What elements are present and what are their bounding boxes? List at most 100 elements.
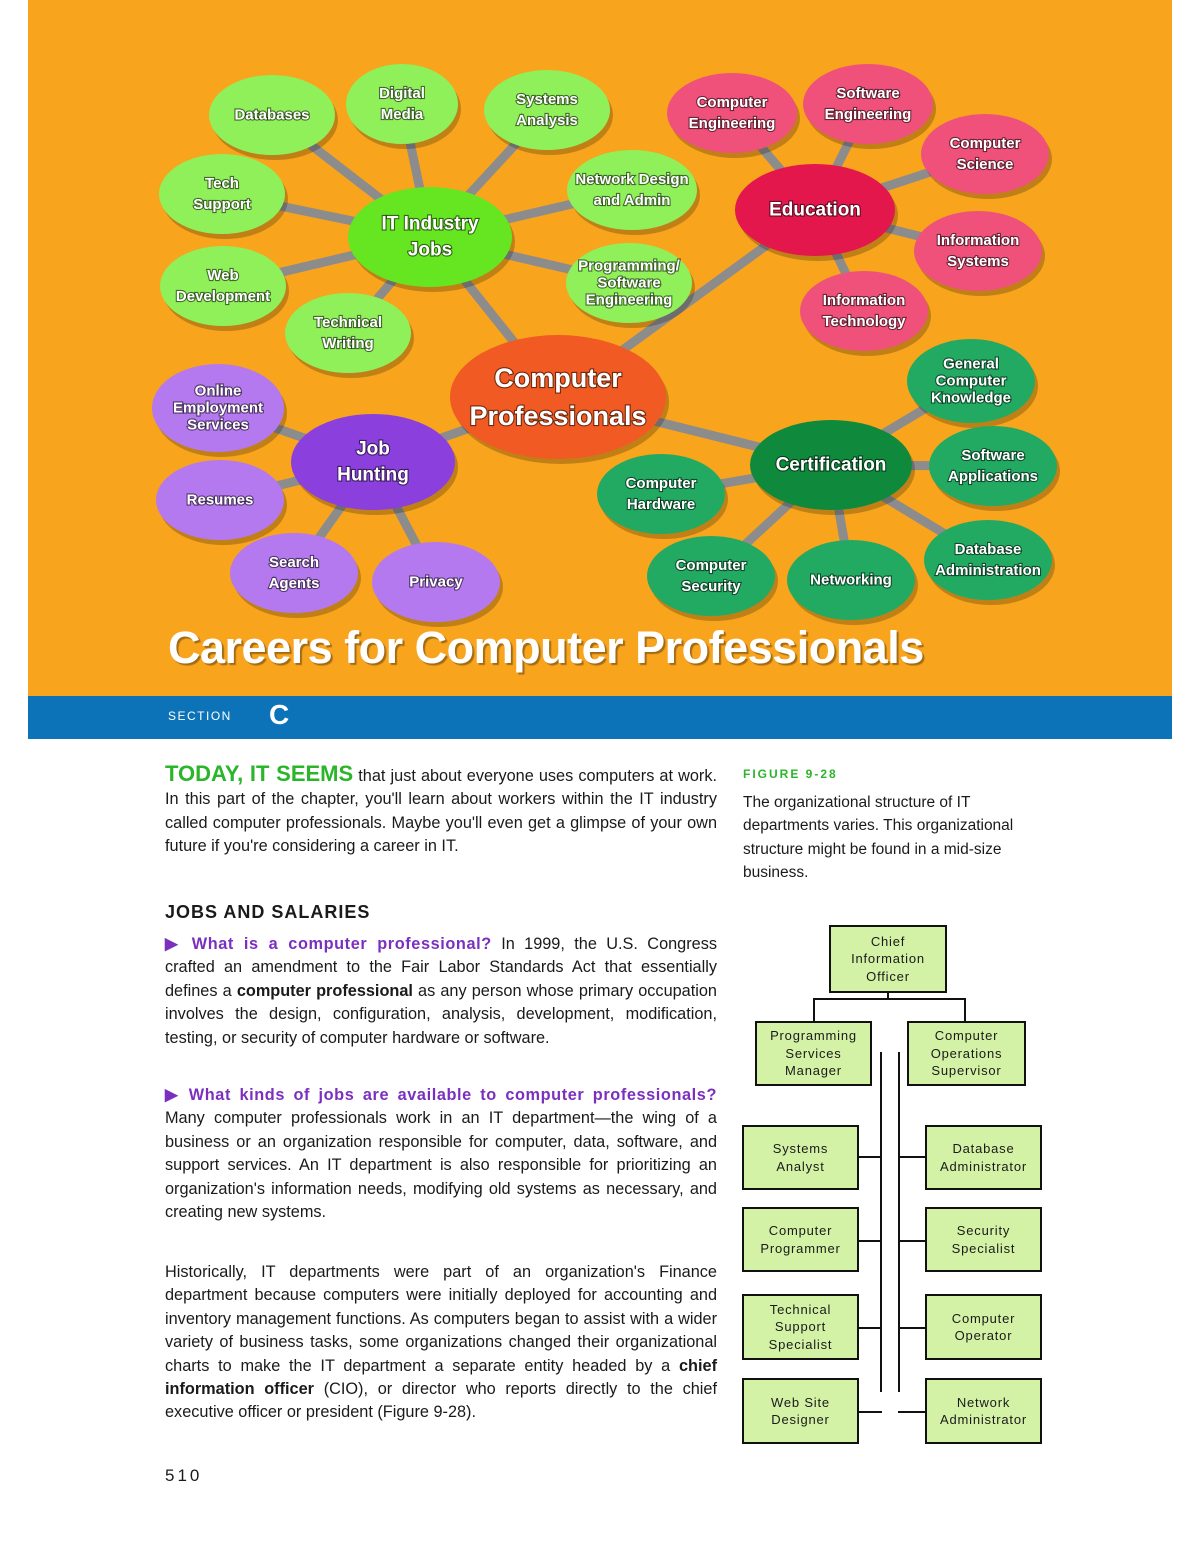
label-web-development: Development xyxy=(176,288,270,305)
question-arrow-icon: ▶︎ xyxy=(165,1086,189,1104)
org-box-label: Operations xyxy=(930,1045,1003,1061)
label-job-hunting: Job xyxy=(356,439,390,460)
bubble-job-hunting xyxy=(291,414,455,510)
bubble-databases xyxy=(209,75,335,155)
label-software-applications: Software xyxy=(961,447,1024,464)
label-search-agents: Search xyxy=(269,554,319,571)
label-general-computer-knowledge: Knowledge xyxy=(931,390,1011,407)
org-connector xyxy=(858,1327,882,1329)
section-letter: C xyxy=(269,699,290,730)
bubble-computer-engineering xyxy=(667,73,797,153)
history-paragraph: Historically, IT departments were part o… xyxy=(165,1261,717,1425)
org-box-label: Designer xyxy=(771,1412,830,1427)
question-1: What is a computer professional? xyxy=(191,935,492,953)
label-technical-writing: Technical xyxy=(314,314,382,331)
org-box-label: Network xyxy=(956,1394,1011,1410)
bubble-information-systems xyxy=(914,211,1042,291)
intro-paragraph: TODAY, IT SEEMS that just about everyone… xyxy=(165,762,717,859)
bubble-programming-software-engineering xyxy=(566,243,692,323)
label-information-systems: Information xyxy=(937,232,1020,249)
bubble-search-agents xyxy=(230,533,358,613)
org-box-label: Operator xyxy=(954,1328,1013,1343)
label-systems-analysis: Systems xyxy=(516,91,578,108)
label-computer-professionals: Professionals xyxy=(469,401,646,431)
answer-1b: as any person whose primary occupation i… xyxy=(165,981,717,1047)
label-technical-writing: Writing xyxy=(322,335,373,352)
label-digital-media: Digital xyxy=(379,85,425,102)
label-search-agents: Agents xyxy=(269,575,320,592)
bubble-software-engineering xyxy=(803,64,933,144)
org-connector xyxy=(898,1240,926,1242)
label-it-industry-jobs: IT Industry xyxy=(381,214,479,235)
question-arrow-icon: ▶︎ xyxy=(165,935,192,953)
label-networking: Networking xyxy=(810,572,892,589)
bubble-computer-security xyxy=(647,536,775,616)
org-box-label: Officer xyxy=(866,968,910,984)
answer-2: Many computer professionals work in an I… xyxy=(165,1109,717,1222)
bubble-database-administration xyxy=(924,520,1052,600)
bubble-education xyxy=(735,164,895,256)
page-number: 510 xyxy=(165,1466,203,1485)
bubble-network-design-and-admin xyxy=(567,150,697,230)
key-term-computer-professional: computer professional xyxy=(236,981,413,1000)
org-connector xyxy=(887,990,889,1000)
label-digital-media: Media xyxy=(381,106,424,123)
label-tech-support: Tech xyxy=(205,175,239,192)
bubble-tech-support xyxy=(159,154,285,234)
org-connector xyxy=(858,1156,882,1158)
org-box-label: Computer xyxy=(951,1310,1016,1326)
label-programming-software-engineering: Software xyxy=(597,275,660,292)
label-job-hunting: Hunting xyxy=(337,465,409,486)
label-it-industry-jobs: Jobs xyxy=(408,240,452,261)
label-software-engineering: Software xyxy=(836,85,899,102)
label-general-computer-knowledge: Computer xyxy=(936,373,1007,390)
bubble-computer-science xyxy=(921,114,1049,194)
org-connector xyxy=(964,998,966,1022)
label-information-systems: Systems xyxy=(947,253,1009,270)
bubble-general-computer-knowledge xyxy=(907,339,1035,423)
label-computer-security: Security xyxy=(681,578,741,595)
figure-caption: The organizational structure of IT depar… xyxy=(743,794,1014,882)
label-database-administration: Administration xyxy=(935,562,1041,579)
bubble-computer-professionals xyxy=(450,335,666,459)
label-database-administration: Database xyxy=(955,541,1022,558)
label-information-technology: Information xyxy=(823,292,906,309)
bubble-technical-writing xyxy=(285,293,411,373)
org-box-label: Support xyxy=(774,1319,827,1335)
label-certification: Certification xyxy=(776,455,887,476)
org-connector xyxy=(898,1052,900,1392)
intro-text: that just about everyone uses computers … xyxy=(165,767,717,856)
org-connector xyxy=(813,998,966,1000)
org-box-label: Services xyxy=(785,1045,842,1061)
org-box-label: Administrator xyxy=(940,1412,1027,1427)
section-heading: JOBS AND SALARIES xyxy=(165,902,371,922)
question-2: What kinds of jobs are available to comp… xyxy=(188,1086,718,1104)
org-connector xyxy=(898,1156,926,1158)
bubble-online-employment-services xyxy=(152,364,284,452)
org-box-label: Programmer xyxy=(760,1240,841,1256)
label-programming-software-engineering: Engineering xyxy=(586,292,673,309)
question-paragraph-1: ▶︎ What is a computer professional? In 1… xyxy=(165,933,717,1050)
label-online-employment-services: Employment xyxy=(173,400,263,417)
label-network-design-and-admin: and Admin xyxy=(594,192,671,209)
label-education: Education xyxy=(769,200,861,221)
label-software-engineering: Engineering xyxy=(825,106,912,123)
label-computer-professionals: Computer xyxy=(494,363,622,393)
label-network-design-and-admin: Network Design xyxy=(575,171,688,188)
org-box-label: Chief xyxy=(870,933,906,949)
org-connector xyxy=(898,1327,926,1329)
org-box-label: Analyst xyxy=(776,1158,825,1174)
org-box-label: Computer xyxy=(768,1223,833,1238)
label-resumes: Resumes xyxy=(187,492,254,509)
bubble-digital-media xyxy=(346,64,458,144)
history-text-b: (CIO), or director who reports directly … xyxy=(165,1380,717,1422)
